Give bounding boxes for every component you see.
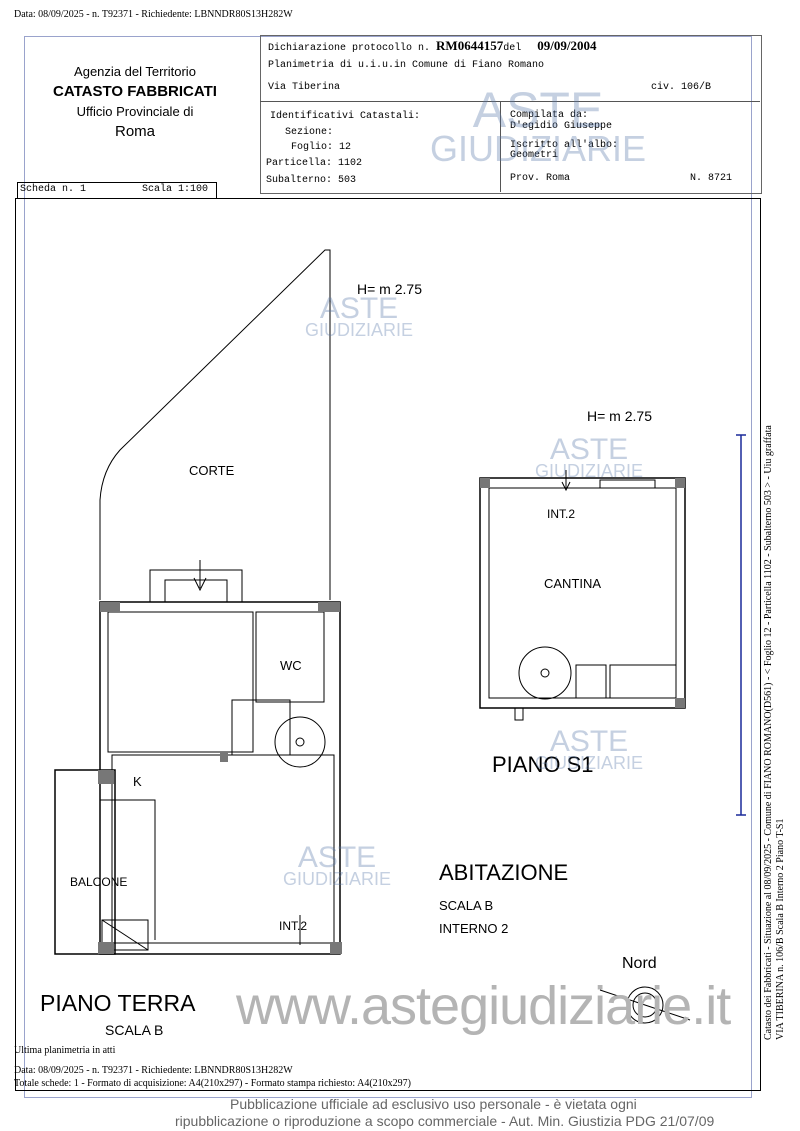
foglio: Foglio: 12 (291, 142, 352, 153)
registration-number: N. 8721 (690, 173, 733, 184)
spiral-stair-s1 (518, 646, 572, 700)
planimetria-line: Planimetria di u.i.u.in Comune di Fiano … (268, 60, 545, 71)
piano-terra-title: PIANO TERRA (40, 990, 196, 1016)
divider (500, 101, 501, 192)
albo-value: Geometri (510, 150, 559, 161)
balcone-outline (54, 769, 116, 955)
declaration-date: 09/09/2004 (537, 38, 597, 53)
catasto-title: CATASTO FABBRICATI (53, 83, 217, 100)
scheda-number: Scheda n. 1 (20, 184, 87, 195)
room-cantina: CANTINA (544, 576, 602, 591)
albo-label: Iscritto all'albo: (510, 140, 619, 151)
identifiers-title: Identificativi Catastali: (270, 111, 421, 122)
side-caption: Catasto dei Fabbricati - Situazione al 0… (763, 425, 787, 1040)
particella: Particella: 1102 (266, 158, 363, 169)
footer-line2: Totale schede: 1 - Formato di acquisizio… (14, 1078, 411, 1089)
agency-block: Agenzia del Territorio CATASTO FABBRICAT… (20, 62, 250, 142)
drawing-frame (15, 198, 761, 1091)
watermark-notice-2: ripubblicazione o riproduzione a scopo c… (175, 1113, 715, 1129)
declaration-label: Dichiarazione protocollo n. (268, 43, 431, 54)
footer-line1: Data: 08/09/2025 - n. T92371 - Richieden… (14, 1065, 293, 1076)
room-balcone: BALCONE (70, 875, 128, 889)
office-label: Ufficio Provinciale di (76, 104, 194, 119)
office-city: Roma (114, 123, 155, 140)
unit-type: ABITAZIONE (439, 860, 569, 885)
int-label-s1: INT.2 (547, 507, 576, 521)
north-label: Nord (622, 955, 657, 972)
watermark-url: www.astegiudiziarie.it (236, 976, 731, 1036)
piano-terra-scala: SCALA B (105, 1022, 164, 1038)
compiled-by-label: Compilata da: (510, 110, 589, 121)
compiler-name: D'egidio Giuseppe (510, 121, 613, 132)
side-caption-line2: VIA TIBERINA n. 106/B Scala B Interno 2 … (775, 818, 786, 1040)
blue-marker-line (736, 434, 746, 816)
del-label: del (503, 43, 522, 54)
room-corte: CORTE (189, 463, 235, 478)
province: Prov. Roma (510, 173, 571, 184)
agency-name: Agenzia del Territorio (74, 64, 196, 79)
room-wc: WC (280, 658, 302, 673)
divider (260, 101, 760, 102)
spiral-stair-terra (274, 716, 326, 768)
footer-note: Ultima planimetria in atti (14, 1045, 116, 1056)
outer-frame (24, 36, 752, 1098)
int-label-terra: INT.2 (279, 919, 308, 933)
declaration-box (260, 35, 762, 194)
side-caption-line1: Catasto dei Fabbricati - Situazione al 0… (763, 425, 774, 1040)
piano-s1-title: PIANO S1 (492, 752, 594, 777)
terrace-niche (149, 569, 243, 603)
watermark-notice-1: Pubblicazione ufficiale ad esclusivo uso… (230, 1096, 637, 1112)
subalterno: Subalterno: 503 (266, 175, 357, 186)
sezione: Sezione: (285, 127, 334, 138)
declaration-line: Dichiarazione protocollo n. RM0644157del… (268, 38, 596, 54)
street: Via Tiberina (268, 82, 341, 93)
unit-scala: SCALA B (439, 898, 494, 913)
civic-number: civ. 106/B (651, 82, 712, 93)
north-arrow (599, 986, 691, 1024)
top-header: Data: 08/09/2025 - n. T92371 - Richieden… (14, 9, 293, 20)
corte-boundary (99, 249, 331, 600)
height-label-s1: H= m 2.75 (587, 408, 652, 424)
scale: Scala 1:100 (142, 184, 209, 195)
cantina-outline (479, 477, 686, 709)
room-k: K (133, 774, 142, 789)
unit-interno: INTERNO 2 (439, 921, 509, 936)
protocol-number: RM0644157 (436, 38, 504, 53)
height-label-terra: H= m 2.75 (357, 281, 422, 297)
